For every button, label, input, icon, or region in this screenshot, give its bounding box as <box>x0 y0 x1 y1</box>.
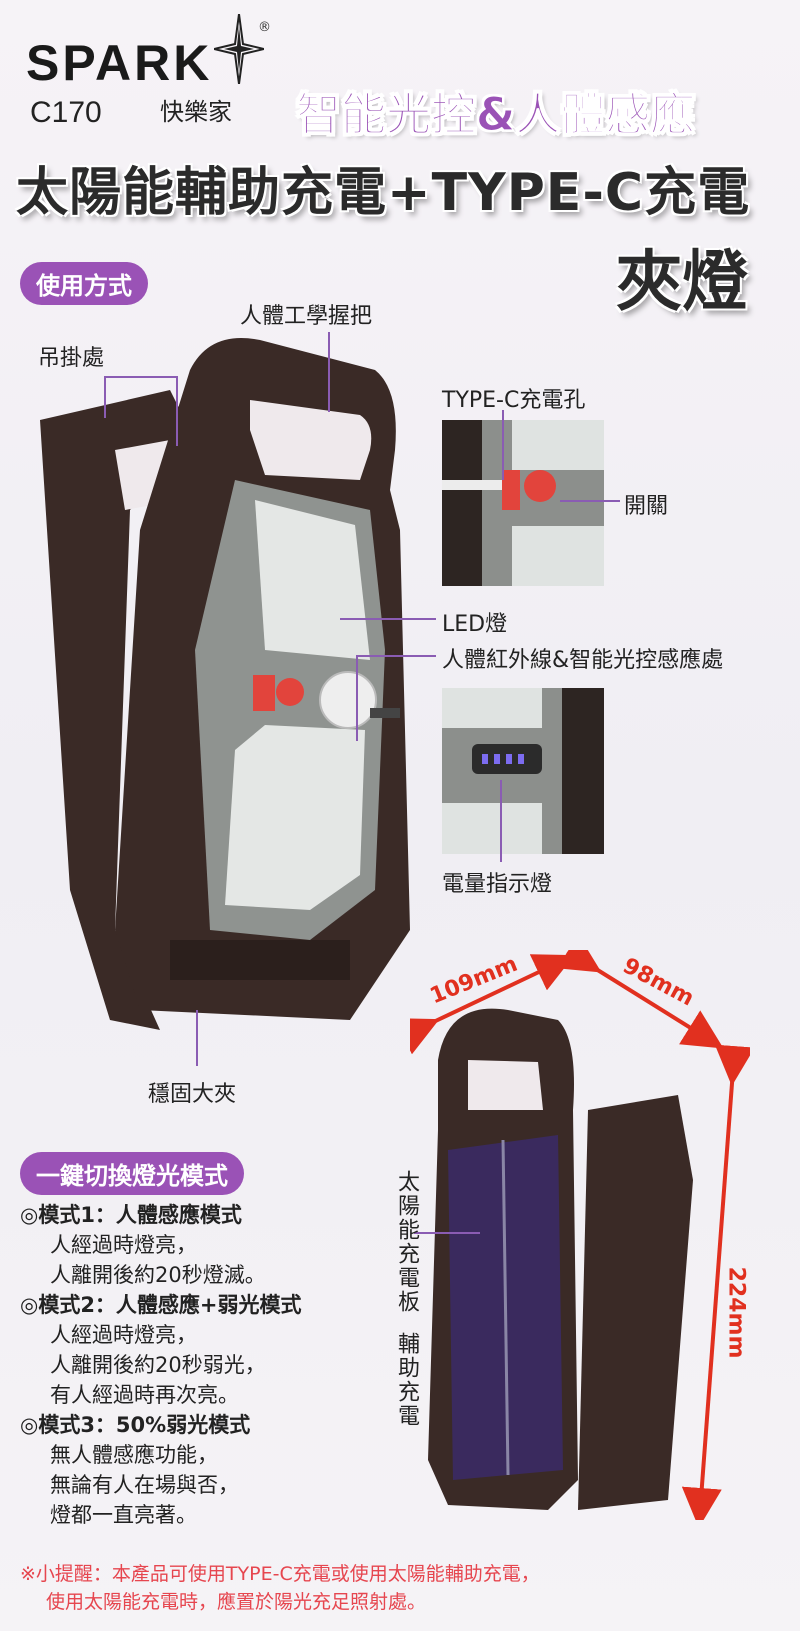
callout-line <box>104 378 106 418</box>
label-switch: 開關 <box>624 494 669 519</box>
callout-line <box>356 655 436 657</box>
reminder-line-1: ※小提醒：本產品可使用TYPE-C充電或使用太陽能輔助充電， <box>20 1563 540 1585</box>
mode-3-title: ◎模式3：50%弱光模式 <box>20 1413 251 1437</box>
callout-line <box>502 410 504 480</box>
dimension-arrows <box>394 934 755 1528</box>
reminder-line-2: 使用太陽能充電時，應置於陽光充足照射處。 <box>46 1591 427 1613</box>
modes-pill: 一鍵切換燈光模式 <box>20 1152 244 1195</box>
brand-logo: SPARK <box>26 35 213 91</box>
solar-aux-label: 輔助充電 <box>394 1332 419 1428</box>
star-icon <box>213 13 265 88</box>
mode-1-line: 人經過時燈亮， <box>50 1233 197 1257</box>
callout-line <box>176 376 178 446</box>
feature-title: 智能光控&人體感應 <box>295 88 696 142</box>
mode-1-line: 人離開後約20秒燈滅。 <box>50 1263 266 1287</box>
reminder-note: ※小提醒：本產品可使用TYPE-C充電或使用太陽能輔助充電， 使用太陽能充電時，… <box>20 1560 780 1616</box>
callout-line <box>500 780 502 862</box>
mode-list: ◎模式1：人體感應模式 人經過時燈亮， 人離開後約20秒燈滅。 ◎模式2：人體感… <box>20 1200 390 1530</box>
label-sensor: 人體紅外線&智能光控感應處 <box>442 648 724 673</box>
label-clip: 穩固大夾 <box>148 1082 237 1107</box>
callout-line <box>340 618 436 620</box>
callout-line <box>196 1010 198 1066</box>
mode-2-line: 人經過時燈亮， <box>50 1323 197 1347</box>
callout-line <box>356 655 358 741</box>
product-front-image <box>20 330 440 1054</box>
mode-2-line: 人離開後約20秒弱光， <box>50 1353 266 1377</box>
callout-line <box>104 376 178 378</box>
brand-chinese-name: 快樂家 <box>160 98 232 126</box>
label-grip: 人體工學握把 <box>240 304 373 329</box>
label-hang: 吊掛處 <box>38 346 105 371</box>
dimension-height: 224mm <box>723 1266 749 1359</box>
product-back-image <box>428 1000 698 1524</box>
registered-mark: ® <box>258 20 271 35</box>
solar-panel-label: 太陽能充電板 <box>394 1170 419 1314</box>
mode-2-title: ◎模式2：人體感應+弱光模式 <box>20 1293 302 1317</box>
mode-3-line: 燈都一直亮著。 <box>50 1503 197 1527</box>
usage-pill: 使用方式 <box>20 262 148 305</box>
mode-3-line: 無人體感應功能， <box>50 1443 218 1467</box>
label-battery: 電量指示燈 <box>442 872 553 897</box>
callout-line <box>414 1232 480 1234</box>
callout-line <box>560 500 620 502</box>
detail-photo-battery <box>442 688 604 858</box>
callout-line <box>328 332 330 412</box>
mode-3-line: 無論有人在場與否， <box>50 1473 239 1497</box>
main-title: 太陽能輔助充電+TYPE-C充電 <box>16 163 751 223</box>
model-number: C170 <box>30 96 102 129</box>
mode-2-line: 有人經過時再次亮。 <box>50 1383 239 1407</box>
label-led: LED燈 <box>442 612 508 637</box>
detail-photo-typec <box>442 420 604 590</box>
product-type-title: 夾燈 <box>616 243 748 320</box>
label-typec: TYPE-C充電孔 <box>442 388 586 413</box>
mode-1-title: ◎模式1：人體感應模式 <box>20 1203 242 1227</box>
